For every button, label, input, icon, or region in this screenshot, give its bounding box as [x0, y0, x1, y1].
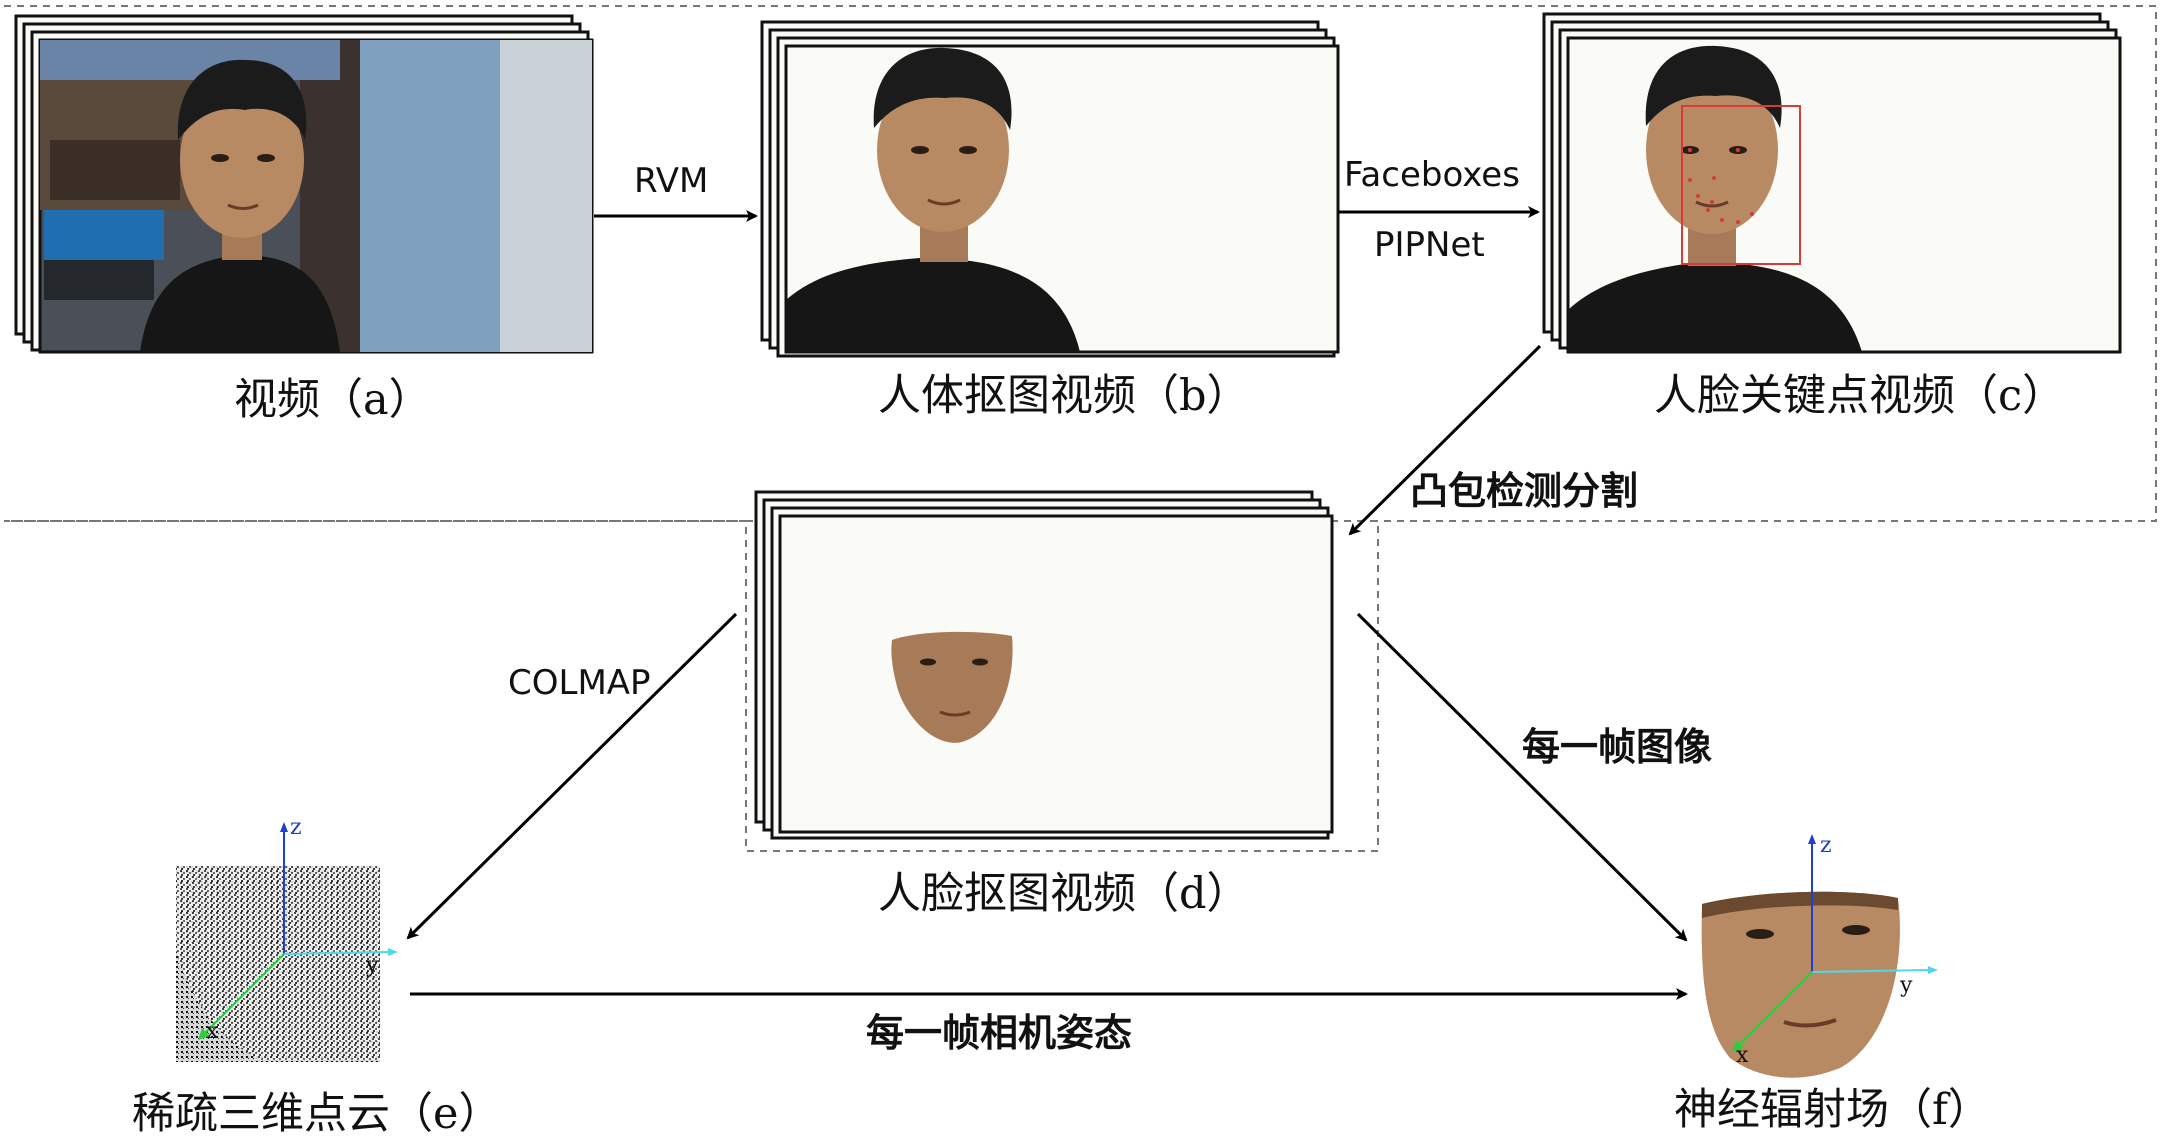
landmark-bounding-box	[1681, 105, 1801, 265]
caption-b: 人体抠图视频（b）	[878, 371, 1250, 421]
top-group-dashed-border	[4, 5, 2157, 522]
axis-y-label-f: y	[1899, 973, 1913, 998]
edge-label-each-frame-image: 每一帧图像	[1522, 725, 1712, 769]
video-frame-d	[778, 514, 1334, 834]
edge-label-pipnet: PIPNet	[1374, 225, 1485, 265]
axis-x-e	[203, 953, 285, 1035]
video-frame-c	[1566, 36, 2122, 354]
caption-c: 人脸关键点视频（c）	[1654, 371, 2065, 421]
axis-x-label-f: x	[1736, 1043, 1749, 1068]
video-stack-a	[14, 14, 594, 354]
neural-radiance-field-f: z y x	[1701, 833, 1938, 1078]
arrow-d-to-f	[1356, 612, 1688, 942]
axis-y-f	[1811, 969, 1931, 973]
caption-a: 视频（a）	[234, 375, 432, 425]
edge-label-faceboxes: Faceboxes	[1344, 155, 1520, 195]
axis-y-e	[283, 951, 391, 955]
axis-y-label-e: y	[365, 953, 379, 978]
arrow-d-to-e	[406, 612, 738, 940]
edge-label-rvm: RVM	[634, 161, 708, 201]
axis-x-f	[1737, 971, 1813, 1047]
axis-z-label-f: z	[1820, 833, 1832, 858]
video-stack-c	[1542, 12, 2122, 354]
edge-label-each-frame-pose: 每一帧相机姿态	[866, 1011, 1132, 1055]
video-frame-b	[784, 44, 1340, 354]
edge-label-colmap: COLMAP	[508, 663, 651, 703]
axis-z-label-e: z	[290, 815, 302, 840]
video-stack-b	[760, 20, 1340, 358]
video-stack-d	[754, 490, 1334, 840]
caption-d: 人脸抠图视频（d）	[878, 869, 1250, 919]
caption-f: 神经辐射场（f）	[1674, 1085, 1991, 1135]
video-frame-a	[38, 38, 594, 354]
edge-label-convex-hull: 凸包检测分割	[1410, 469, 1638, 513]
caption-e: 稀疏三维点云（e）	[132, 1089, 501, 1139]
axis-x-label-e: x	[206, 1019, 219, 1044]
landmark-points	[1688, 148, 1754, 224]
arrow-c-to-d	[1348, 344, 1542, 536]
sparse-point-cloud-e: z y x	[176, 815, 398, 1062]
